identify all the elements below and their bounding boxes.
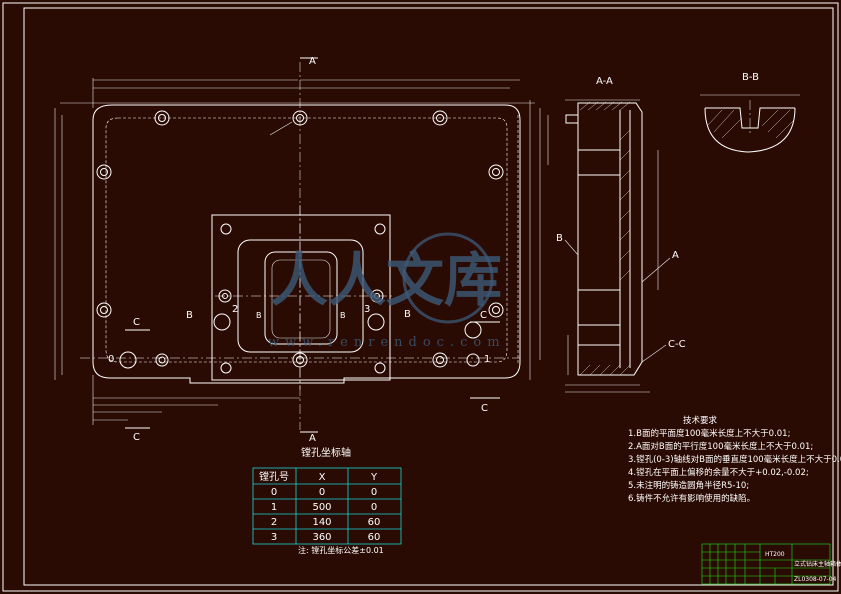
hole-table-cell: 500	[312, 502, 331, 513]
cut-label-b-left: B	[186, 310, 193, 321]
hole-table-header-no: 镗孔号	[259, 470, 289, 483]
hole-table-cell: 60	[368, 517, 381, 528]
cut-label-c-left-bottom: C	[133, 432, 140, 443]
hole-table-cell: 0	[371, 487, 377, 498]
section-b-b-label: B-B	[742, 72, 759, 83]
hole-table-cell: 2	[271, 517, 277, 528]
hole-label-2: 2	[232, 304, 238, 315]
side-label-b: B	[556, 233, 563, 244]
watermark-text: 人人文库	[270, 246, 502, 314]
hole-table-footnote: 注: 镗孔坐标公差±0.01	[298, 545, 384, 555]
cut-label-c-right-top: C	[480, 310, 487, 321]
hole-label-3: 3	[364, 304, 370, 315]
hole-table-cell: 60	[368, 532, 381, 543]
cut-label-a-bottom: A	[309, 433, 316, 444]
section-a-a-view: A-A B A C-C	[556, 76, 686, 393]
cut-label-b-inner-right: B	[340, 311, 346, 320]
hole-table-title: 镗孔坐标轴	[301, 446, 351, 459]
tech-req-item: 3.镗孔(0-3)轴线对B面的垂直度100毫米长度上不大于0.01;	[628, 454, 841, 465]
hole-table-cell: 0	[371, 502, 377, 513]
hole-table-header-y: Y	[370, 472, 378, 483]
title-block: HT200 立式钻床主轴箱体 ZL0308-07-04	[701, 543, 841, 585]
section-c-c-label: C-C	[668, 339, 686, 350]
hole-table-cell: 140	[312, 517, 331, 528]
cut-label-c-right-bottom: C	[481, 403, 488, 414]
tech-req-item: 4.镗孔在平面上偏移的余量不大于+0.02,-0.02;	[628, 467, 809, 478]
cut-label-b-right: B	[404, 309, 411, 320]
front-view: A A C C C C B B B B 0 1 2 3	[54, 56, 549, 444]
tech-req-title: 技术要求	[683, 415, 718, 426]
title-block-part-name: 立式钻床主轴箱体	[794, 560, 841, 568]
tech-req-item: 5.未注明的铸造圆角半径R5-10;	[628, 480, 749, 491]
hole-table-header-x: X	[319, 472, 326, 483]
hole-table-cell: 1	[271, 502, 277, 513]
cut-label-a-top: A	[309, 56, 316, 67]
hole-table-cell: 0	[271, 487, 277, 498]
section-a-a-label: A-A	[596, 76, 613, 87]
technical-requirements: 技术要求 1.B面的平面度100毫米长度上不大于0.01; 2.A面对B面的平行…	[628, 415, 841, 504]
hole-table-cell: 3	[271, 532, 277, 543]
hole-label-1: 1	[484, 354, 490, 365]
tech-req-item: 6.铸件不允许有影响使用的缺陷。	[628, 493, 755, 504]
tech-req-item: 1.B面的平面度100毫米长度上不大于0.01;	[628, 428, 790, 439]
cut-label-b-inner-left: B	[256, 311, 262, 320]
cut-label-c-left-top: C	[133, 317, 140, 328]
sheet-inner-border	[23, 7, 834, 586]
watermark: 人人文库 www.renrendoc.com	[268, 232, 506, 350]
watermark-url: www.renrendoc.com	[268, 335, 506, 350]
side-label-a: A	[672, 250, 679, 261]
hole-label-0: 0	[108, 354, 114, 365]
title-block-drawing-no: ZL0308-07-04	[794, 576, 837, 583]
hole-table-cell: 360	[312, 532, 331, 543]
bored-holes	[119, 321, 482, 369]
hole-coordinate-table: 镗孔坐标轴 镗孔号 X Y 0 0 0 1 500 0 2 140 60 3 3…	[252, 446, 402, 555]
title-block-material: HT200	[765, 551, 785, 558]
section-b-b-view: B-B	[700, 72, 800, 153]
tech-req-item: 2.A面对B面的平行度100毫米长度上不大于0.01;	[628, 441, 813, 452]
hole-table-cell: 0	[319, 487, 325, 498]
